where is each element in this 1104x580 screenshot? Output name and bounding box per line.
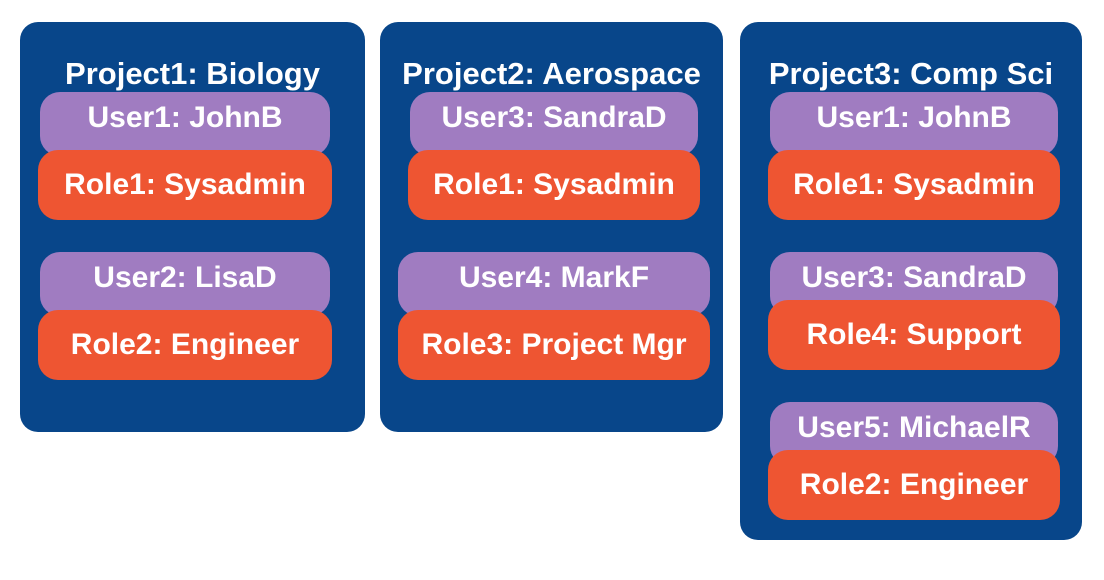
user-pill: User1: JohnB	[40, 92, 330, 156]
role-pill: Role2: Engineer	[38, 310, 332, 380]
role-pill: Role1: Sysadmin	[38, 150, 332, 220]
role-pill: Role4: Support	[768, 300, 1060, 370]
user-pill: User2: LisaD	[40, 252, 330, 316]
user-label: User3: SandraD	[801, 261, 1027, 294]
user-label: User4: MarkF	[458, 261, 650, 294]
user-label: User2: LisaD	[93, 261, 277, 294]
project-card-comp-sci: Project3: Comp Sci User1: JohnB Role1: S…	[740, 22, 1082, 540]
user-pill: User1: JohnB	[770, 92, 1058, 156]
user-pill: User4: MarkF	[398, 252, 710, 316]
user-label: User3: SandraD	[441, 101, 667, 134]
role-pill: Role1: Sysadmin	[408, 150, 700, 220]
user-label: User5: MichaelR	[797, 411, 1031, 444]
project-title: Project2: Aerospace	[402, 56, 701, 91]
project-card-aerospace: Project2: Aerospace User3: SandraD Role1…	[380, 22, 723, 432]
user-label: User1: JohnB	[816, 101, 1012, 134]
project-title: Project1: Biology	[65, 56, 320, 91]
user-pill: User3: SandraD	[410, 92, 698, 156]
user-label: User1: JohnB	[87, 101, 283, 134]
role-pill: Role1: Sysadmin	[768, 150, 1060, 220]
role-pill: Role3: Project Mgr	[398, 310, 710, 380]
project-title: Project3: Comp Sci	[768, 56, 1054, 91]
role-pill: Role2: Engineer	[768, 450, 1060, 520]
project-card-biology: Project1: Biology User1: JohnB Role1: Sy…	[20, 22, 365, 432]
